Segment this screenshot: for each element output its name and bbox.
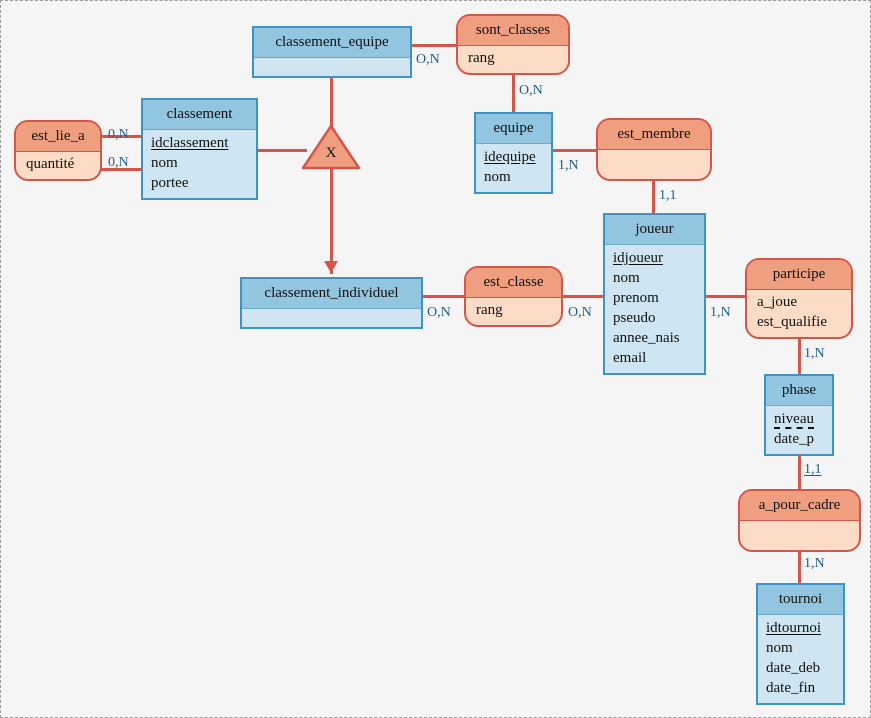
entity-title: classement_individuel <box>242 279 421 309</box>
entity-classement-equipe[interactable]: classement_equipe <box>252 26 412 78</box>
attribute-key: idclassement <box>151 135 229 151</box>
relation-title: sont_classes <box>458 16 568 46</box>
entity-attributes: idequipe nom <box>476 144 551 192</box>
cardinality-classement-equipe-sont-classes: O,N <box>416 52 440 67</box>
relation-sont-classes[interactable]: sont_classes rang <box>456 14 570 75</box>
entity-attributes <box>254 58 410 76</box>
attribute: nom <box>766 640 793 656</box>
link-estliea-classement-upper <box>91 135 141 138</box>
relation-est-classe[interactable]: est_classe rang <box>464 266 563 327</box>
entity-phase[interactable]: phase niveau date_p <box>764 374 834 456</box>
cardinality-est-classe-joueur: O,N <box>568 305 592 320</box>
cardinality-joueur-participe: 1,N <box>710 305 731 320</box>
relation-title: a_pour_cadre <box>740 491 859 521</box>
inheritance-label: X <box>325 145 337 161</box>
attribute: nom <box>613 270 640 286</box>
arrowhead-to-classement-individuel <box>324 261 338 273</box>
attribute: nom <box>484 169 511 185</box>
cardinality-est-lie-a-top: 0,N <box>108 127 129 142</box>
entity-title: equipe <box>476 114 551 144</box>
link-classement-xnode <box>257 149 307 152</box>
link-estmembre-joueur <box>652 181 655 215</box>
cardinality-equipe-est-membre: 1,N <box>558 158 579 173</box>
entity-attributes: niveau date_p <box>766 406 832 454</box>
relation-attributes: quantité <box>16 152 100 179</box>
inheritance-x-node[interactable]: X <box>300 123 362 171</box>
entity-tournoi[interactable]: tournoi idtournoi nom date_deb date_fin <box>756 583 845 705</box>
attribute: a_joue <box>757 294 797 310</box>
entity-classement-individuel[interactable]: classement_individuel <box>240 277 423 329</box>
link-xnode-classementindividuel <box>330 169 333 274</box>
relation-participe[interactable]: participe a_joue est_qualifie <box>745 258 853 339</box>
entity-title: classement <box>143 100 256 130</box>
link-xnode-classementequipe <box>330 63 333 127</box>
attribute-key: idjoueur <box>613 250 663 266</box>
attribute: portee <box>151 175 189 191</box>
relation-title: participe <box>747 260 851 290</box>
attribute: prenom <box>613 290 659 306</box>
relation-est-lie-a[interactable]: est_lie_a quantité <box>14 120 102 181</box>
attribute: email <box>613 350 647 366</box>
link-sontclasses-equipe <box>512 75 515 113</box>
relation-attributes <box>598 150 710 179</box>
link-equipe-estmembre <box>552 149 597 152</box>
entity-title: classement_equipe <box>254 28 410 58</box>
link-apourcadre-tournoi <box>798 546 801 584</box>
attribute: nom <box>151 155 178 171</box>
entity-title: tournoi <box>758 585 843 615</box>
triangle-icon <box>301 124 361 170</box>
attribute: rang <box>476 302 503 318</box>
cardinality-classement-individuel-est-classe: O,N <box>427 305 451 320</box>
entity-classement[interactable]: classement idclassement nom portee <box>141 98 258 200</box>
cardinality-participe-phase: 1,N <box>804 346 825 361</box>
relation-attributes: rang <box>458 46 568 73</box>
entity-attributes: idclassement nom portee <box>143 130 256 198</box>
attribute-key: idtournoi <box>766 620 821 636</box>
cardinality-sont-classes-equipe: O,N <box>519 83 543 98</box>
attribute: annee_nais <box>613 330 680 346</box>
attribute: est_qualifie <box>757 314 827 330</box>
link-joueur-participe <box>704 295 749 298</box>
entity-attributes: idtournoi nom date_deb date_fin <box>758 615 843 703</box>
cardinality-est-membre-joueur: 1,1 <box>659 188 677 203</box>
attribute-weak-key: niveau <box>774 411 814 429</box>
attribute: date_fin <box>766 680 816 696</box>
entity-joueur[interactable]: joueur idjoueur nom prenom pseudo annee_… <box>603 213 706 375</box>
entity-title: joueur <box>605 215 704 245</box>
cardinality-est-lie-a-bottom: 0,N <box>108 155 129 170</box>
attribute: quantité <box>26 156 75 172</box>
relation-est-membre[interactable]: est_membre <box>596 118 712 181</box>
attribute: pseudo <box>613 310 656 326</box>
attribute-key: idequipe <box>484 149 536 165</box>
cardinality-a-pour-cadre-tournoi: 1,N <box>804 556 825 571</box>
attribute: date_p <box>774 431 814 447</box>
link-classementequipe-sontclasses <box>409 44 459 47</box>
link-phase-apourcadre <box>798 451 801 491</box>
relation-title: est_lie_a <box>16 122 100 152</box>
relation-a-pour-cadre[interactable]: a_pour_cadre <box>738 489 861 552</box>
link-estliea-classement-lower <box>91 168 141 171</box>
entity-attributes <box>242 309 421 327</box>
relation-attributes <box>740 521 859 550</box>
relation-attributes: rang <box>466 298 561 325</box>
relation-title: est_membre <box>598 120 710 150</box>
link-classementindividuel-estclasse <box>421 295 466 298</box>
link-estclasse-joueur <box>561 295 606 298</box>
entity-equipe[interactable]: equipe idequipe nom <box>474 112 553 194</box>
link-participe-phase <box>798 337 801 375</box>
attribute: date_deb <box>766 660 821 676</box>
cardinality-phase-a-pour-cadre: 1,1 <box>804 462 822 477</box>
attribute: rang <box>468 50 495 66</box>
relation-attributes: a_joue est_qualifie <box>747 290 851 337</box>
relation-title: est_classe <box>466 268 561 298</box>
entity-title: phase <box>766 376 832 406</box>
entity-attributes: idjoueur nom prenom pseudo annee_nais em… <box>605 245 704 373</box>
